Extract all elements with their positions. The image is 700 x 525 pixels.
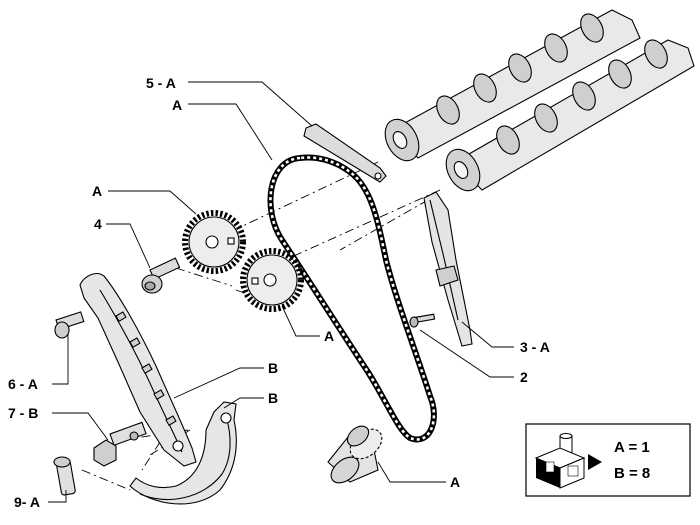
callout-labels: 5 - A A A 4 A 3 - A 2 B B 6 - A 7 - B 9-… [8, 75, 550, 510]
bolt-9 [53, 456, 76, 496]
tool-kit-icon [534, 433, 602, 489]
bolt-7 [93, 421, 147, 467]
callout-a-sprocket: A [92, 183, 102, 199]
callout-4: 4 [94, 216, 102, 232]
callout-a-crank: A [450, 474, 460, 490]
lower-chain-guide [129, 401, 237, 505]
callout-b-guide: B [268, 390, 278, 406]
legend-b-value: B = 8 [614, 465, 650, 482]
camshaft-lower-lobes [496, 39, 668, 155]
bolt-6 [54, 311, 85, 339]
upper-chain-guide-part [303, 123, 387, 183]
legend-a-value: A = 1 [614, 439, 650, 456]
legend-box: A = 1 B = 8 [525, 423, 691, 497]
callout-a-chain: A [172, 97, 182, 113]
callout-a-sprocket-2: A [324, 328, 334, 344]
crankshaft-sprocket [327, 425, 383, 484]
bolt-2 [409, 313, 436, 328]
callout-9-a: 9- A [14, 494, 40, 510]
stud-4 [141, 257, 181, 294]
camshaft-upper-lobes [436, 13, 604, 125]
callout-b-rail: B [268, 360, 278, 376]
callout-2: 2 [520, 369, 528, 385]
callout-3-a: 3 - A [520, 339, 550, 355]
camshaft-sprocket-1 [182, 210, 246, 274]
callout-6-a: 6 - A [8, 376, 38, 392]
camshaft-upper [384, 9, 641, 162]
camshaft-lower [445, 39, 695, 192]
right-tensioner-rail [423, 191, 473, 347]
left-chain-guide-rail [79, 273, 197, 467]
callout-5-a: 5 - A [146, 75, 176, 91]
timing-chain [267, 154, 437, 443]
callout-7-b: 7 - B [8, 405, 38, 421]
camshaft-sprocket-2 [240, 248, 304, 312]
leader-lines [48, 81, 514, 503]
